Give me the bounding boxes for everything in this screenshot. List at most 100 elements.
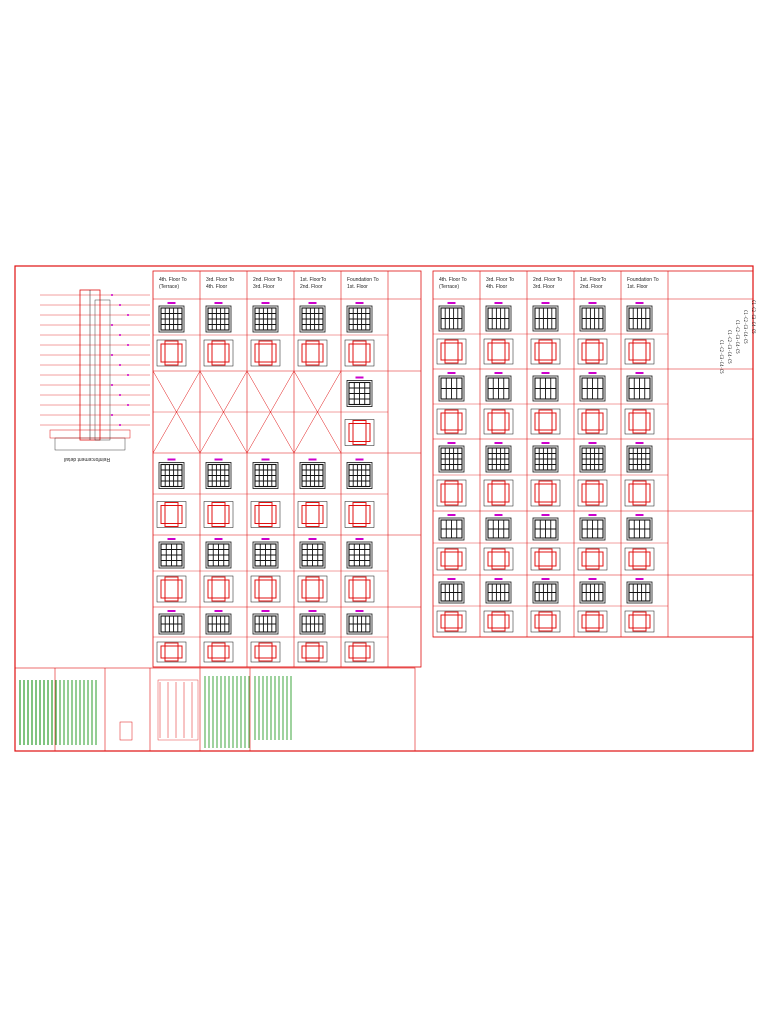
tie-ring xyxy=(487,412,510,431)
dimension-tag xyxy=(447,302,456,304)
column-section-outline xyxy=(485,445,512,473)
tie-ring xyxy=(440,342,463,361)
tie-ring xyxy=(444,339,459,364)
tie-ring xyxy=(487,551,510,567)
tie-ring xyxy=(305,502,320,527)
tie-ring xyxy=(352,642,367,662)
tie-ring xyxy=(352,576,367,602)
tie-ring xyxy=(538,480,553,506)
dimension-tag xyxy=(494,302,503,304)
dimension-tag xyxy=(494,442,503,444)
elevation-marker xyxy=(119,304,121,306)
elevation-marker xyxy=(119,394,121,396)
dimension-tag xyxy=(355,458,364,461)
column-section-outline xyxy=(579,305,606,332)
floor-range-header: 3rd. Floor xyxy=(533,284,555,290)
floor-range-header: Foundation To xyxy=(347,277,379,283)
floor-range-header: 4th. Floor xyxy=(486,284,507,290)
tie-ring xyxy=(538,409,553,434)
dimension-tag xyxy=(635,514,644,516)
tie-detail-outline xyxy=(344,339,375,367)
tie-ring xyxy=(538,611,553,632)
dimension-tag xyxy=(261,538,270,540)
column-section-outline xyxy=(346,613,373,635)
dimension-tag xyxy=(261,302,270,304)
column-section-outline xyxy=(579,445,606,473)
column-section-outline xyxy=(438,517,465,541)
tie-ring xyxy=(491,480,506,506)
tie-ring xyxy=(585,611,600,632)
tie-ring xyxy=(585,480,600,506)
tie-detail-outline xyxy=(624,338,655,365)
tie-detail-outline xyxy=(530,408,561,435)
column-section-outline xyxy=(205,541,232,569)
tie-ring xyxy=(305,642,320,662)
column-section-outline xyxy=(532,445,559,473)
column-id-list: C1-C2-C3-C4-C5 xyxy=(743,310,748,344)
tie-ring xyxy=(164,340,179,366)
tie-detail-outline xyxy=(203,501,234,528)
tie-detail-outline xyxy=(530,479,561,507)
tie-detail-outline xyxy=(250,641,281,663)
floor-range-header: (Terrace) xyxy=(159,284,179,290)
dimension-tag xyxy=(167,458,176,461)
tie-detail-outline xyxy=(297,501,328,528)
table-frame xyxy=(152,270,422,668)
dimension-tag xyxy=(355,376,364,379)
floor-range-header: 4th. Floor To xyxy=(439,277,467,283)
elevation-marker xyxy=(119,364,121,366)
elevation-marker xyxy=(127,374,129,376)
tie-detail-outline xyxy=(624,610,655,633)
tie-detail-outline xyxy=(436,338,467,365)
tie-detail-outline xyxy=(250,501,281,528)
dimension-tag xyxy=(308,458,317,461)
tie-ring xyxy=(444,611,459,632)
column-section-outline xyxy=(626,517,653,541)
tie-detail-outline xyxy=(624,479,655,507)
column-section-outline xyxy=(579,375,606,402)
tie-detail-outline xyxy=(156,501,187,528)
tie-detail-outline xyxy=(483,338,514,365)
tie-ring xyxy=(211,340,226,366)
column-section-outline xyxy=(626,375,653,402)
dimension-tag xyxy=(261,610,270,612)
tie-ring xyxy=(211,576,226,602)
tie-detail-outline xyxy=(483,547,514,571)
elevation-marker xyxy=(119,334,121,336)
tie-ring xyxy=(491,611,506,632)
floor-range-header: 1st. Floor xyxy=(627,284,648,290)
dimension-tag xyxy=(447,514,456,516)
tie-ring xyxy=(254,343,277,363)
column-section-outline xyxy=(158,305,185,333)
column-section-outline xyxy=(299,462,326,489)
tie-ring xyxy=(211,502,226,527)
tie-ring xyxy=(160,579,183,599)
dimension-tag xyxy=(588,578,597,580)
column-id-list: C1-C2-C3-C4-C5 xyxy=(727,330,732,364)
tie-ring xyxy=(301,343,324,363)
column-section-outline xyxy=(579,581,606,604)
column-section-outline xyxy=(532,581,559,604)
floor-range-header: 2nd. Floor xyxy=(300,284,323,290)
dimension-tag xyxy=(167,610,176,612)
floor-range-header: 4th. Floor xyxy=(206,284,227,290)
tie-detail-outline xyxy=(624,408,655,435)
column-section-outline xyxy=(532,375,559,402)
tie-detail-outline xyxy=(577,408,608,435)
dimension-tag xyxy=(355,538,364,540)
column-section-outline xyxy=(485,375,512,402)
column-section-outline xyxy=(346,462,373,489)
column-section-outline xyxy=(252,541,279,569)
tie-ring xyxy=(301,579,324,599)
dimension-tag xyxy=(588,302,597,304)
tie-detail-outline xyxy=(297,339,328,367)
tie-ring xyxy=(491,339,506,364)
tie-ring xyxy=(585,548,600,570)
tie-ring xyxy=(440,614,463,629)
tie-ring xyxy=(254,579,277,599)
tie-detail-outline xyxy=(344,501,375,528)
tie-detail-outline xyxy=(297,641,328,663)
column-section-outline xyxy=(626,445,653,473)
tie-ring xyxy=(207,579,230,599)
dimension-tag xyxy=(588,514,597,516)
